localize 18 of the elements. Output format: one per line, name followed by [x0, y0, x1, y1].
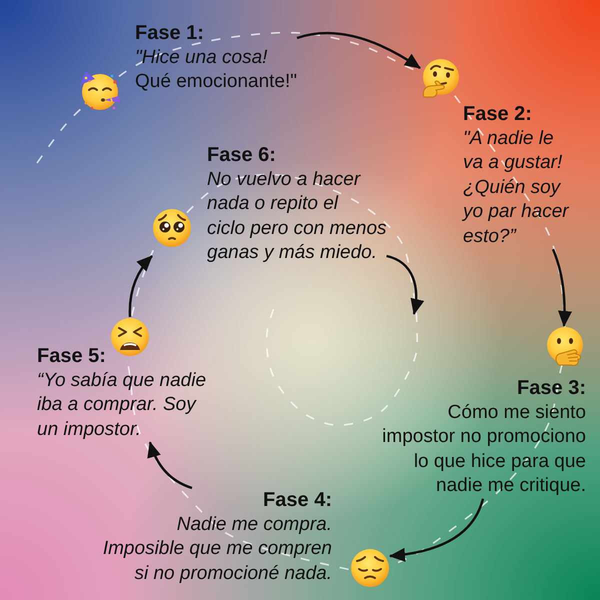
curved-arrow: [386, 254, 424, 315]
phase-description: “Yo sabía que nadie iba a comprar. Soy un impostor.: [37, 368, 206, 442]
curved-arrow: [389, 498, 484, 562]
phase-heading: Fase 4:: [263, 488, 332, 512]
phase-description: "A nadie le va a gustar! ¿Quién soy yo par hacer esto?”: [463, 126, 569, 249]
curved-arrow: [296, 32, 421, 69]
phase-heading: Fase 6:: [207, 143, 276, 167]
phase-heading: Fase 1:: [135, 21, 204, 45]
phase-description: Cómo me siento impostor no promociono lo que hice para que nadie me critique.: [382, 400, 586, 498]
phase-heading: Fase 3:: [517, 376, 586, 400]
phase-description: No vuelvo a hacer nada o repito el ciclo pero con menos ganas y más miedo.: [207, 168, 387, 266]
phase-description: Nadie me compra. Imposible que me compren si no promocioné nada.: [102, 512, 332, 586]
curved-arrow: [552, 248, 572, 327]
phase-description: "Hice una cosa! Qué emocionante!": [135, 46, 298, 94]
phase-heading: Fase 2:: [463, 102, 532, 126]
curved-arrow: [148, 441, 192, 490]
phase-heading: Fase 5:: [37, 344, 106, 368]
curved-arrow: [128, 255, 153, 318]
